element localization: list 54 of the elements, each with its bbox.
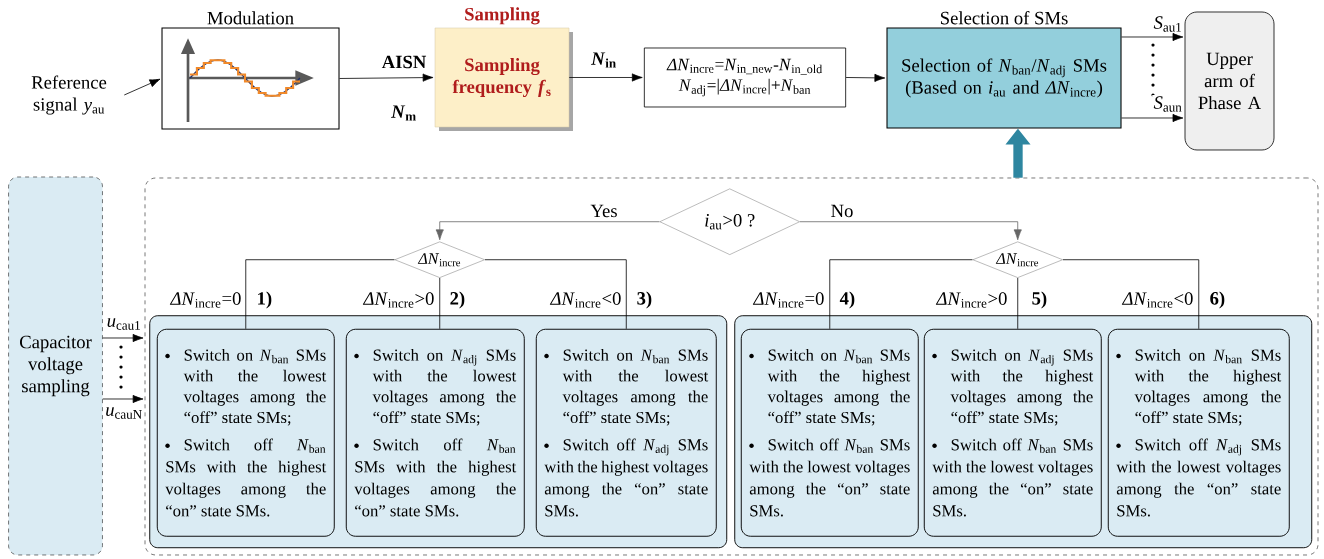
connector-line [1017, 277, 1019, 330]
edge-label: AISN [380, 54, 428, 70]
edge-label: ΔN$_{incre}$<0 [549, 290, 623, 310]
node-label: Selection of SMs [940, 11, 1068, 25]
connector-line [245, 259, 395, 330]
edge-label: Yes [589, 203, 619, 219]
edge-label: ΔN$_{incre}$=0 [169, 290, 243, 310]
edge-label: ΔN$_{incre}$=0 [752, 290, 826, 310]
connector-line [439, 277, 441, 330]
connector-line [484, 259, 627, 330]
node-label: Modulation [207, 11, 294, 25]
edge-label: u$_{cau1}$ [105, 316, 143, 332]
process-box: Modulation [161, 11, 340, 130]
case-number: 4) [838, 290, 857, 310]
input-label: Reference signal y$_{au}$ [31, 75, 107, 115]
node-label: Sampling [465, 7, 540, 25]
arrow [435, 221, 660, 241]
signal-label: N$_{m}$ [389, 104, 419, 122]
edge-label: ΔN$_{incre}$<0 [1121, 290, 1195, 310]
condition-box: Switch on N$_{ban}$ SMs with the lowest voltages among the “off” state SMs; Switch off N$_{adj}$ SMs with the highest voltages among the “on” state SMs. [535, 328, 717, 537]
condition-box: Switch on N$_{adj}$ SMs with the highest voltages among the “off” state SMs; Switch off N$_{ban}$ SMs with the lowest voltages among the “on” state SMs. [923, 328, 1102, 537]
arrow [102, 394, 144, 404]
condition-box: Switch on N$_{ban}$ SMs with the lowest voltages among the “off” state SMs; Switch off N$_{ban}$ SMs with the highest voltages among the “on” state SMs. [156, 328, 335, 537]
condition-box: Switch on N$_{adj}$ SMs with the lowest voltages among the “off” state SMs; Switch off N$_{ban}$ SMs with the highest voltages among the “on” state SMs. [345, 328, 525, 537]
selection-box: Selection of SMs Selection of N$_{ban}$/N$_{adj}$ SMs (Based on i$_{au}$ and ΔN$_{incre}$) [886, 11, 1122, 129]
dashed-frame [144, 177, 1319, 556]
edge-label: No [829, 203, 855, 219]
arrow [339, 73, 434, 82]
sampling-box: Sampling Sampling frequency f$_{s}$ [434, 7, 573, 131]
formula-box: ΔN$_{incre}$=N$_{in_new}$-N$_{in_old}$ N$_{adj}$=|ΔN$_{incre}$|+N$_{ban}$ [643, 47, 847, 108]
edge-label: ΔN$_{incre}$>0 [935, 290, 1009, 310]
arrow [1121, 32, 1184, 42]
case-number: 3) [635, 290, 654, 310]
output-box: Upper arm of Phase A [1184, 11, 1275, 151]
condition-box: Switch on N$_{ban}$ SMs with the highest voltages among the “off” state SMs; Switch off N$_{adj}$ SMs with the lowest voltages among the “on” state SMs. [1107, 328, 1290, 537]
connector-line [1062, 259, 1200, 330]
case-number: 2) [448, 290, 467, 310]
arrow [123, 78, 161, 96]
case-number: 1) [255, 290, 274, 310]
edge-label: u$_{cauN}$ [103, 405, 145, 421]
case-number: 5) [1030, 290, 1049, 310]
arrow [845, 73, 886, 82]
connector-line [829, 259, 973, 330]
case-number: 6) [1208, 290, 1227, 310]
edge-label: N$_{in}$ [589, 51, 619, 69]
edge-label: S$_{au1}$ [1152, 15, 1184, 33]
edge-label: ΔN$_{incre}$>0 [362, 290, 436, 310]
arrow [568, 73, 643, 82]
condition-box: Switch on N$_{ban}$ SMs with the highest voltages among the “off” state SMs; Switch off N$_{ban}$ SMs with the lowest voltages among the “on” state SMs. [740, 328, 919, 537]
sampling-panel: Capacitor voltage sampling [8, 176, 103, 556]
arrow [102, 333, 144, 343]
arrow [1121, 113, 1184, 123]
arrow [799, 221, 1022, 241]
edge-label: S$_{aun}$ [1152, 95, 1184, 113]
